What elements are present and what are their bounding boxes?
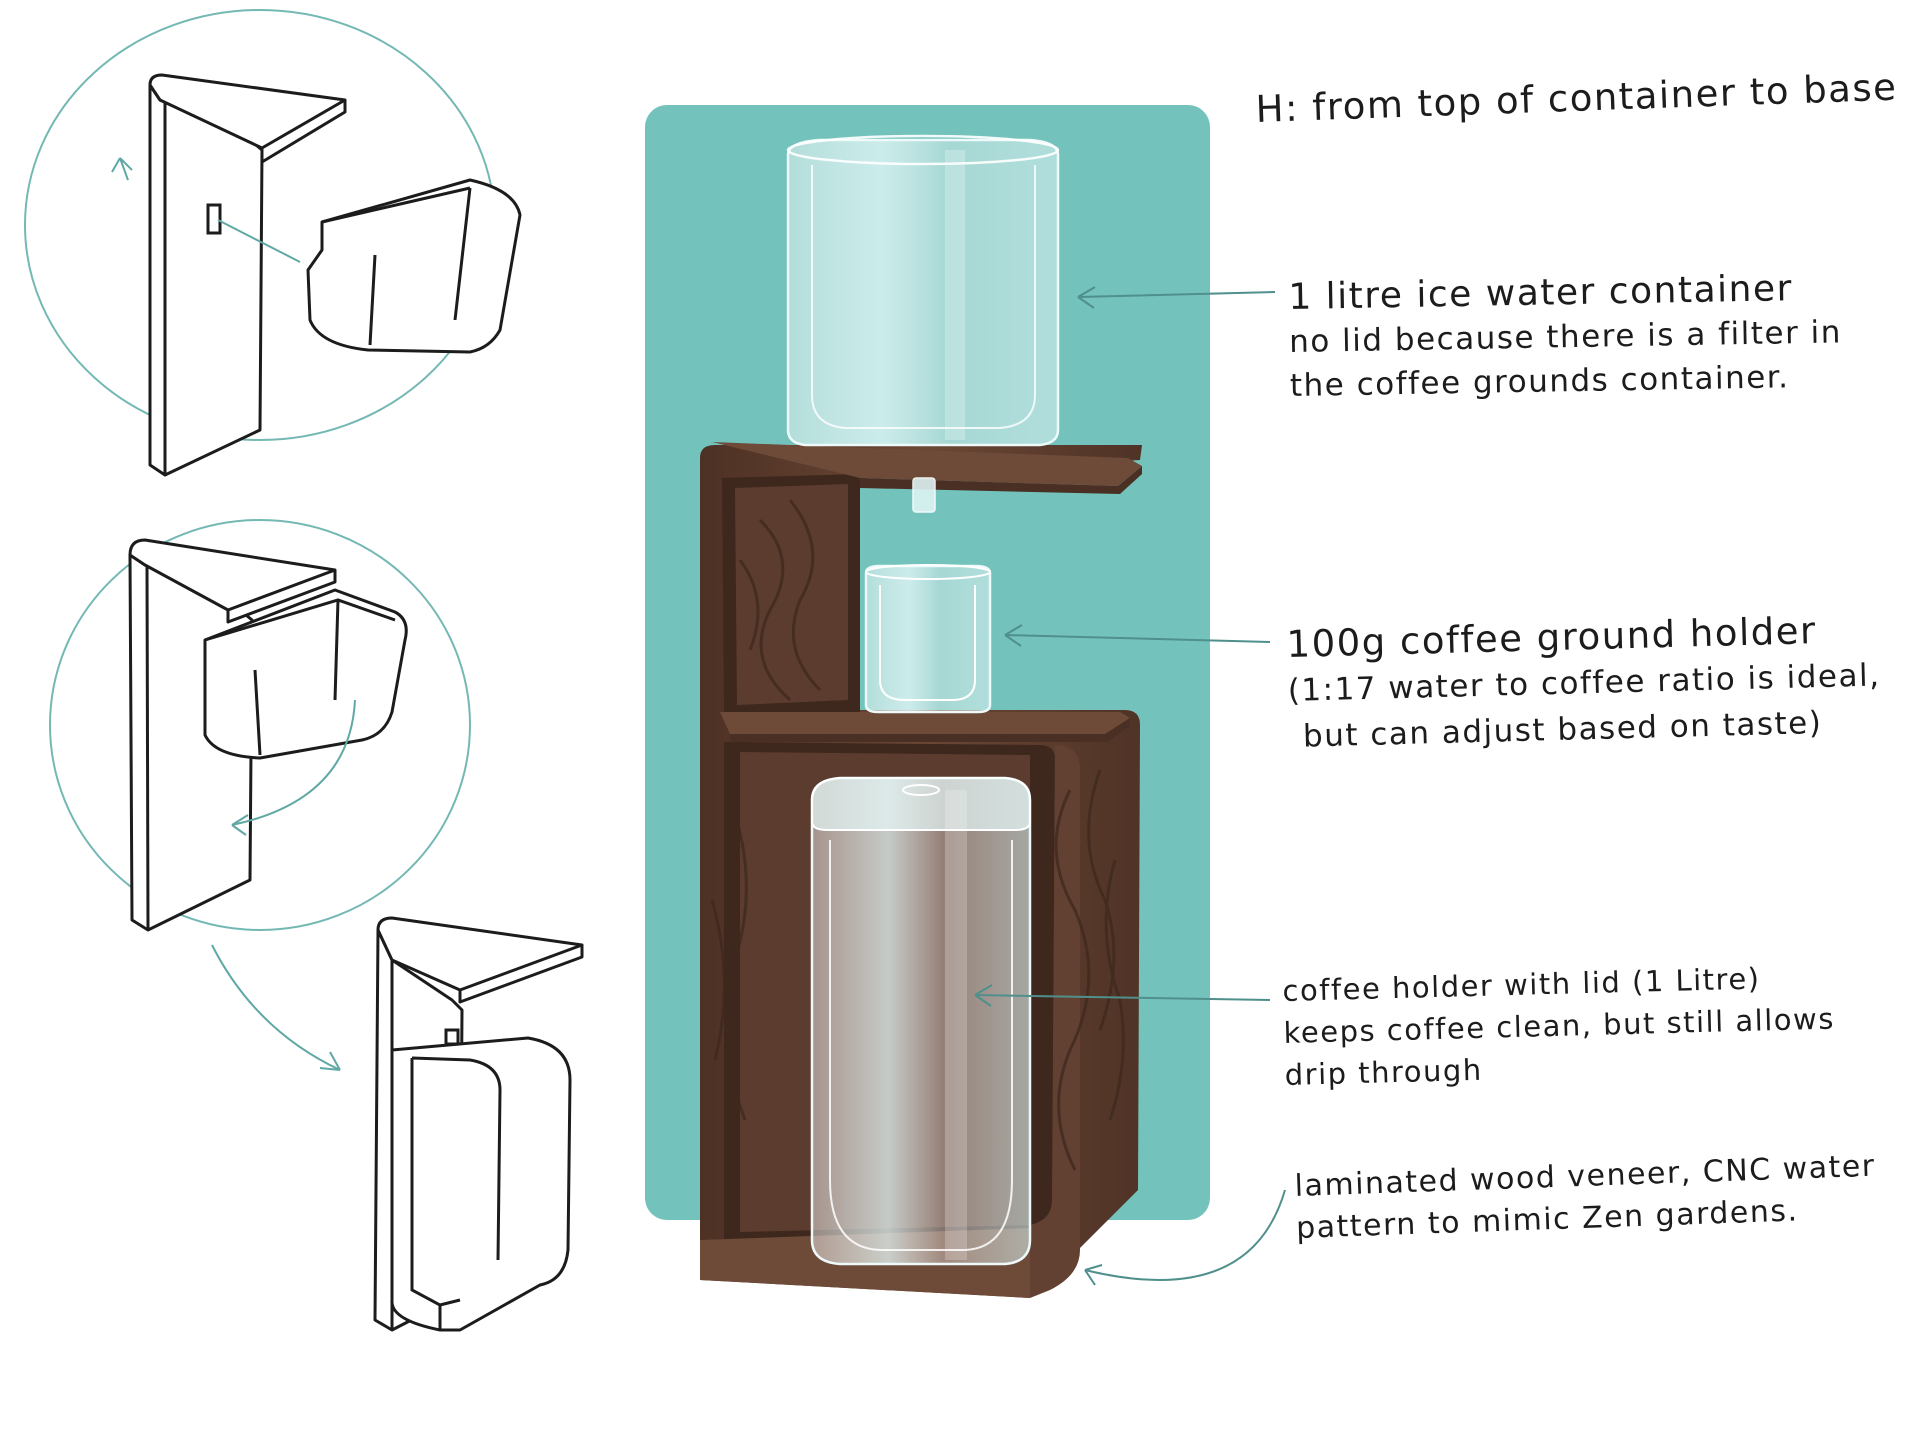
coffee-holder-note: coffee holder with lid (1 Litre) keeps c… [1282, 956, 1836, 1096]
drip-nozzle [912, 477, 936, 513]
stand-top-shelf [128, 538, 337, 624]
holder-leader [974, 984, 1271, 1007]
ice-leader [1077, 286, 1276, 309]
progress-arrow [211, 944, 341, 1071]
step-1-sketch [24, 9, 522, 477]
step-2-circle [49, 519, 471, 931]
wood-leader [1084, 1189, 1286, 1286]
coffee-ground-holder [864, 564, 992, 714]
ice-water-container [786, 134, 1060, 447]
locked-bracket [390, 1036, 572, 1332]
carafe-lid [811, 777, 1031, 831]
middle-shelf [720, 712, 1130, 734]
slot [206, 203, 222, 235]
bracket-piece [203, 588, 408, 760]
step-2-sketch [49, 519, 471, 932]
coffee-carafe [810, 776, 1032, 1266]
leader-lines [974, 286, 1286, 1286]
ground-leader [1004, 624, 1271, 647]
ground-holder-note: 100g coffee ground holder (1:17 water to… [1286, 606, 1882, 759]
ice-container-note: 1 litre ice water container no lid becau… [1288, 266, 1843, 408]
stand-front-panel [1030, 745, 1080, 1298]
wood-grain [710, 499, 1125, 1171]
bracket-piece [306, 178, 522, 354]
up-arrow [111, 157, 133, 181]
stand-upright [148, 83, 264, 477]
rotate-arrow [231, 699, 356, 836]
insert-arrow [217, 219, 301, 263]
top-shelf [712, 442, 1142, 486]
stand-top-shelf [148, 73, 347, 164]
stand-top-shelf [376, 916, 584, 1004]
step-3-sketch [211, 916, 584, 1332]
clip [444, 1028, 460, 1046]
